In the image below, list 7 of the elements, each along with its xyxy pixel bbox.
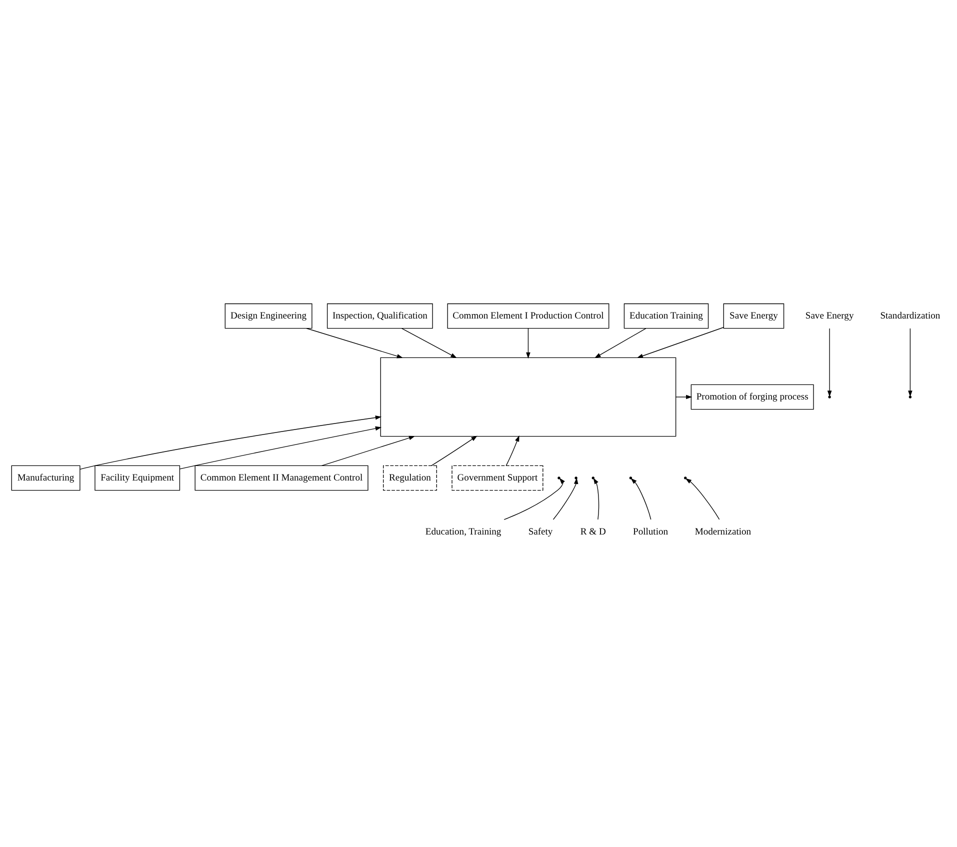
node-text: Modernization <box>694 526 752 537</box>
node-text: Save Energy <box>805 310 854 322</box>
node-text: Pollution <box>633 526 668 537</box>
node-text: Standardization <box>880 310 940 322</box>
node-text: R & D <box>580 526 606 537</box>
node-text: Safety <box>528 526 553 537</box>
node-text: Education, Training <box>425 526 502 537</box>
